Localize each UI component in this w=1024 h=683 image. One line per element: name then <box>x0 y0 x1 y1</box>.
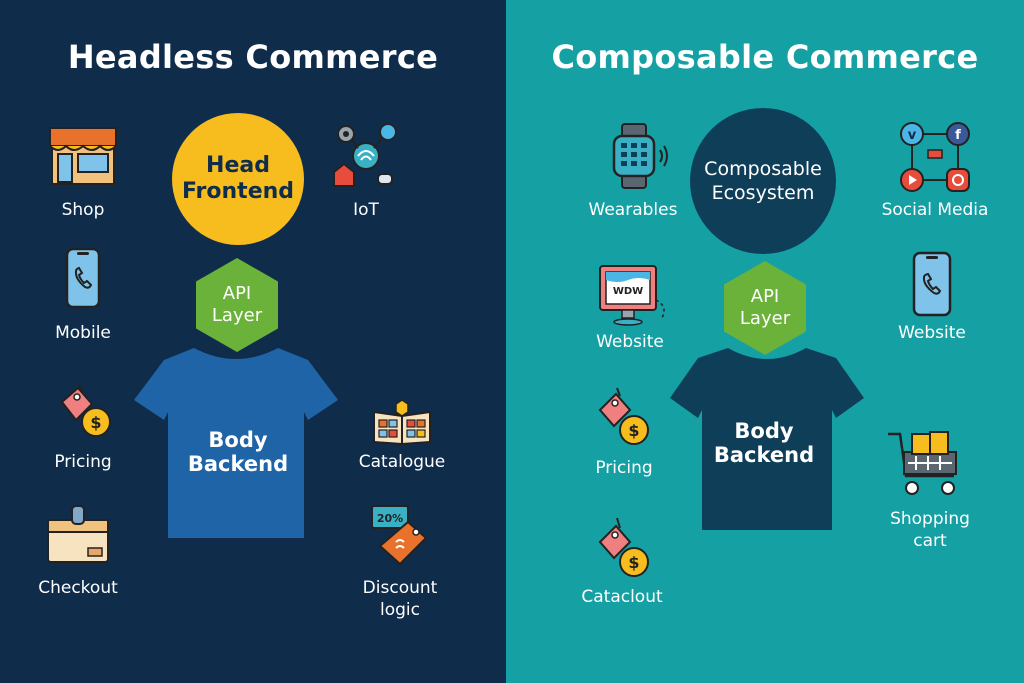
shopping-cart-icon <box>888 431 957 495</box>
pricing-label-right: Pricing <box>595 458 653 478</box>
iot-icon <box>333 123 397 187</box>
api-line2: Layer <box>211 305 263 326</box>
checkout-box-icon <box>47 505 109 563</box>
wearables-label: Wearables <box>588 200 678 220</box>
body-right-line1: Body <box>734 419 794 443</box>
headless-title: Headless Commerce <box>67 38 439 76</box>
mobile-phone-icon <box>65 247 101 309</box>
body-right-line2: Backend <box>713 443 815 467</box>
svg-text:$: $ <box>628 421 639 440</box>
cataclout-tag-icon: $ <box>598 517 649 577</box>
head-line2: Frontend <box>181 179 295 204</box>
composable-commerce-panel: Composable Commerce Composable Ecosystem… <box>506 0 1024 683</box>
pricing-label: Pricing <box>54 452 112 472</box>
website-label-left: Website <box>596 332 664 352</box>
website-phone-icon <box>912 251 952 317</box>
website-label-right: Website <box>898 323 966 343</box>
composable-ecosystem-circle: Composable Ecosystem <box>690 108 836 254</box>
ecosystem-line1: Composable <box>704 158 822 180</box>
catalogue-label: Catalogue <box>358 452 446 472</box>
cataclout-label: Cataclout <box>581 587 663 607</box>
svg-text:$: $ <box>90 413 101 432</box>
api-right-line1: API <box>750 286 780 307</box>
checkout-label: Checkout <box>38 578 118 598</box>
body-backend-label-right: Body Backend <box>694 419 834 467</box>
api-right-line2: Layer <box>739 308 791 329</box>
mobile-label: Mobile <box>55 323 111 343</box>
shop-icon <box>49 127 117 185</box>
price-tag-icon-right: $ <box>598 387 649 445</box>
shop-label: Shop <box>61 200 105 220</box>
iot-label: IoT <box>353 200 379 220</box>
shopping-cart-label: Shopping cart <box>890 509 970 551</box>
composable-title: Composable Commerce <box>551 38 979 76</box>
body-line1: Body <box>208 428 268 452</box>
wdw-text: WDW <box>613 286 643 297</box>
social-media-icon: v f <box>900 122 970 192</box>
head-line1: Head <box>206 153 270 178</box>
svg-text:v: v <box>908 128 917 143</box>
head-frontend-circle: Head Frontend <box>172 113 304 245</box>
social-media-label: Social Media <box>881 200 989 220</box>
discount-logic-label: Discount logic <box>362 578 438 620</box>
svg-text:f: f <box>955 128 961 143</box>
shirt-body-right <box>670 348 864 530</box>
ecosystem-line2: Ecosystem <box>711 182 815 204</box>
body-backend-label: Body Backend <box>168 428 308 476</box>
catalogue-book-icon <box>373 399 431 446</box>
body-line2: Backend <box>187 452 289 476</box>
discount-tag-icon: 20% <box>371 505 428 566</box>
price-tag-icon: $ <box>60 383 111 437</box>
discount-percent-text: 20% <box>377 512 403 525</box>
svg-text:$: $ <box>628 553 639 572</box>
website-monitor-icon: WDW <box>599 265 665 326</box>
api-line1: API <box>222 283 252 304</box>
smartwatch-icon <box>612 123 668 189</box>
shirt-body <box>134 348 338 538</box>
